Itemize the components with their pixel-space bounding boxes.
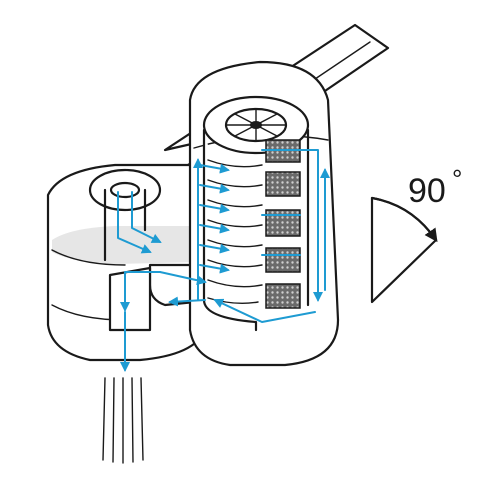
water-streams — [102, 377, 144, 464]
arrow-icon — [120, 271, 161, 312]
arrow-icon — [131, 191, 162, 243]
arrow-icon — [309, 149, 323, 302]
arrow-icon — [168, 296, 206, 307]
arrow-icon — [213, 298, 316, 323]
pleat-ribs — [207, 159, 263, 305]
arrow-icon — [199, 223, 230, 234]
arrow-icon — [199, 263, 230, 274]
rotation-indicator: 90 ° — [370, 164, 462, 304]
arrow-icon — [199, 203, 230, 214]
arrow-icon — [199, 163, 230, 174]
arrow-icon — [199, 243, 230, 254]
arrow-icon — [199, 183, 230, 194]
rotation-arc-icon — [370, 196, 438, 304]
degree-symbol: ° — [452, 164, 462, 194]
arrow-icon — [117, 191, 152, 254]
filter-cartridge — [202, 95, 310, 332]
flow-arrows — [117, 149, 330, 372]
angle-label: 90 — [408, 172, 446, 210]
